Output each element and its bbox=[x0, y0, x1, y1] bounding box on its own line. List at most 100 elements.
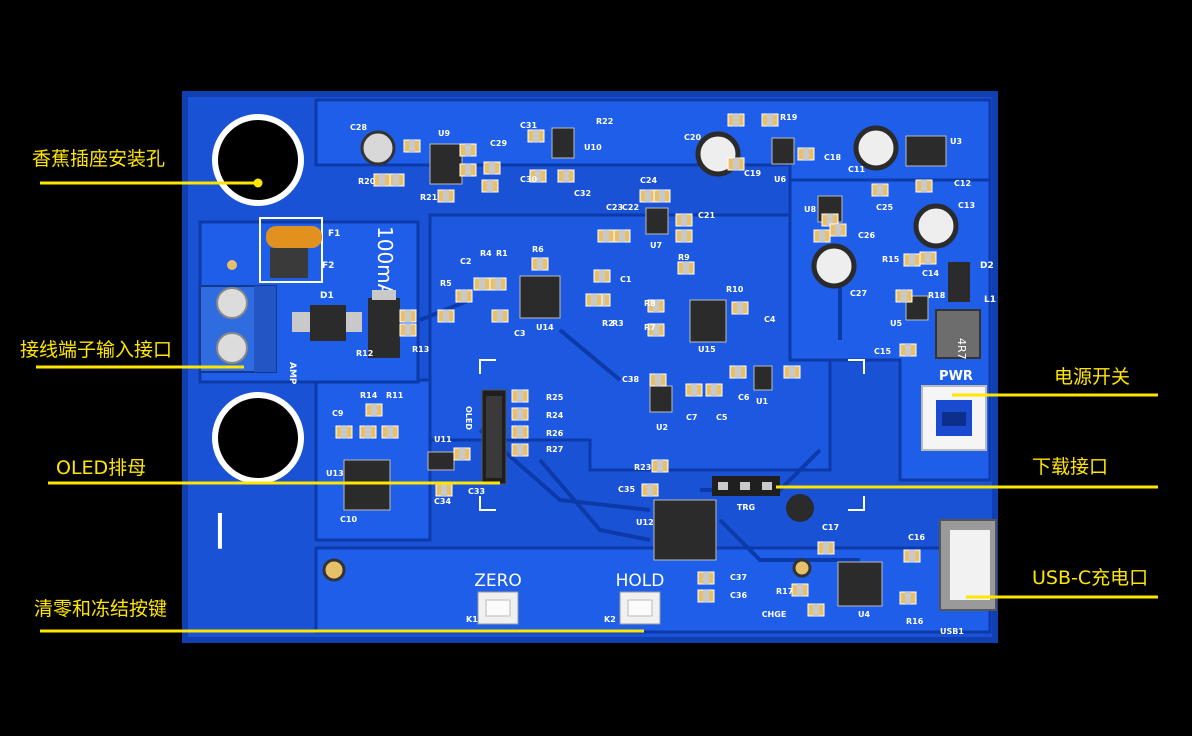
smd-component bbox=[919, 251, 937, 265]
amp-label: AMP bbox=[287, 362, 297, 385]
smd-component bbox=[697, 589, 715, 603]
download-port-callout: 下载接口 bbox=[1032, 456, 1109, 478]
download-header bbox=[712, 476, 780, 496]
smd-component bbox=[365, 403, 383, 417]
smd-component bbox=[511, 425, 529, 439]
smd-component bbox=[399, 309, 417, 323]
refdes-label: C35 bbox=[618, 485, 635, 494]
refdes-label: R3 bbox=[612, 319, 624, 328]
banana-hole-bottom bbox=[212, 392, 304, 484]
pwr-label: PWR bbox=[939, 369, 973, 384]
smd-component bbox=[531, 257, 549, 271]
smd-component bbox=[511, 443, 529, 457]
smd-component bbox=[483, 161, 501, 175]
mount-hole-right bbox=[792, 558, 812, 578]
refdes-label: R7 bbox=[644, 323, 656, 332]
smd-component bbox=[653, 189, 671, 203]
refdes-label: R18 bbox=[928, 291, 946, 300]
refdes-label: C20 bbox=[684, 133, 701, 142]
smd-component bbox=[829, 223, 847, 237]
power-switch bbox=[921, 385, 987, 451]
smd-component bbox=[727, 157, 745, 171]
smd-component bbox=[489, 277, 507, 291]
zero-label: ZERO bbox=[474, 571, 522, 591]
refdes-label: U1 bbox=[756, 397, 768, 406]
mount-hole-left bbox=[322, 558, 346, 582]
oled-header-callout: OLED排母 bbox=[56, 457, 147, 479]
refdes-label: U2 bbox=[656, 423, 668, 432]
refdes-label: C9 bbox=[332, 409, 344, 418]
smd-component bbox=[729, 365, 747, 379]
refdes-label: C2 bbox=[460, 257, 471, 266]
smd-component bbox=[915, 179, 933, 193]
smd-component bbox=[373, 173, 391, 187]
smd-component bbox=[649, 373, 667, 387]
oled-header bbox=[481, 389, 507, 485]
refdes-label: C7 bbox=[686, 413, 697, 422]
usb-c-connector bbox=[939, 519, 997, 611]
oled-outline bbox=[479, 359, 865, 511]
refdes-label: C16 bbox=[908, 533, 925, 542]
refdes-label: U14 bbox=[536, 323, 554, 332]
refdes-label: R17 bbox=[776, 587, 793, 596]
f2-label: F2 bbox=[322, 261, 334, 271]
refdes-label: C13 bbox=[958, 201, 975, 210]
smd-component bbox=[899, 591, 917, 605]
terminal-input-callout: 接线端子输入接口 bbox=[20, 339, 173, 361]
callout-lines bbox=[36, 178, 1158, 633]
refdes-label: R12 bbox=[356, 349, 373, 358]
refdes-label: U9 bbox=[438, 129, 450, 138]
k1-label: K1 bbox=[466, 615, 478, 624]
refdes-label: U5 bbox=[890, 319, 902, 328]
refdes-label: C18 bbox=[824, 153, 841, 162]
refdes-label: C22 bbox=[622, 203, 639, 212]
smd-component bbox=[453, 447, 471, 461]
smd-component bbox=[473, 277, 491, 291]
refdes-label: R9 bbox=[678, 253, 690, 262]
hold-button bbox=[619, 591, 661, 625]
refdes-label: R2 bbox=[602, 319, 614, 328]
refdes-label: C33 bbox=[468, 487, 485, 496]
trg-label: TRG bbox=[737, 503, 755, 512]
smd-component bbox=[557, 169, 575, 183]
smd-component bbox=[675, 213, 693, 227]
refdes-label: C15 bbox=[874, 347, 891, 356]
smd-component bbox=[529, 169, 547, 183]
buttons-callout: 清零和冻结按键 bbox=[34, 598, 168, 620]
smd-component bbox=[791, 583, 809, 597]
refdes-label: U13 bbox=[326, 469, 344, 478]
smd-component bbox=[895, 289, 913, 303]
electrolytic-caps bbox=[360, 125, 959, 289]
smd-component bbox=[511, 389, 529, 403]
refdes-label: C14 bbox=[922, 269, 939, 278]
refdes-label: C27 bbox=[850, 289, 867, 298]
smd-component bbox=[903, 549, 921, 563]
refdes-label: C6 bbox=[738, 393, 750, 402]
refdes-label: R5 bbox=[440, 279, 452, 288]
usb1-label: USB1 bbox=[940, 627, 964, 636]
refdes-label: R1 bbox=[496, 249, 508, 258]
smd-component bbox=[613, 229, 631, 243]
refdes-label: R23 bbox=[634, 463, 651, 472]
smd-component bbox=[871, 183, 889, 197]
refdes-label: R14 bbox=[360, 391, 378, 400]
refdes-label: R6 bbox=[532, 245, 544, 254]
refdes-label: R22 bbox=[596, 117, 613, 126]
inductor-l1 bbox=[935, 262, 981, 359]
smd-component bbox=[403, 139, 421, 153]
refdes-label: R16 bbox=[906, 617, 924, 626]
smd-component bbox=[821, 213, 839, 227]
smd-component bbox=[647, 323, 665, 337]
refdes-label: R25 bbox=[546, 393, 564, 402]
refdes-label: R20 bbox=[358, 177, 376, 186]
l1-label: L1 bbox=[984, 295, 996, 305]
oled-label: OLED bbox=[464, 406, 473, 430]
refdes-label: C37 bbox=[730, 573, 747, 582]
banana-hole-top bbox=[212, 114, 304, 206]
usb-c-callout: USB-C充电口 bbox=[1032, 567, 1149, 589]
smd-component bbox=[685, 383, 703, 397]
smd-component bbox=[651, 459, 669, 473]
k2-label: K2 bbox=[604, 615, 616, 624]
refdes-label: C24 bbox=[640, 176, 657, 185]
